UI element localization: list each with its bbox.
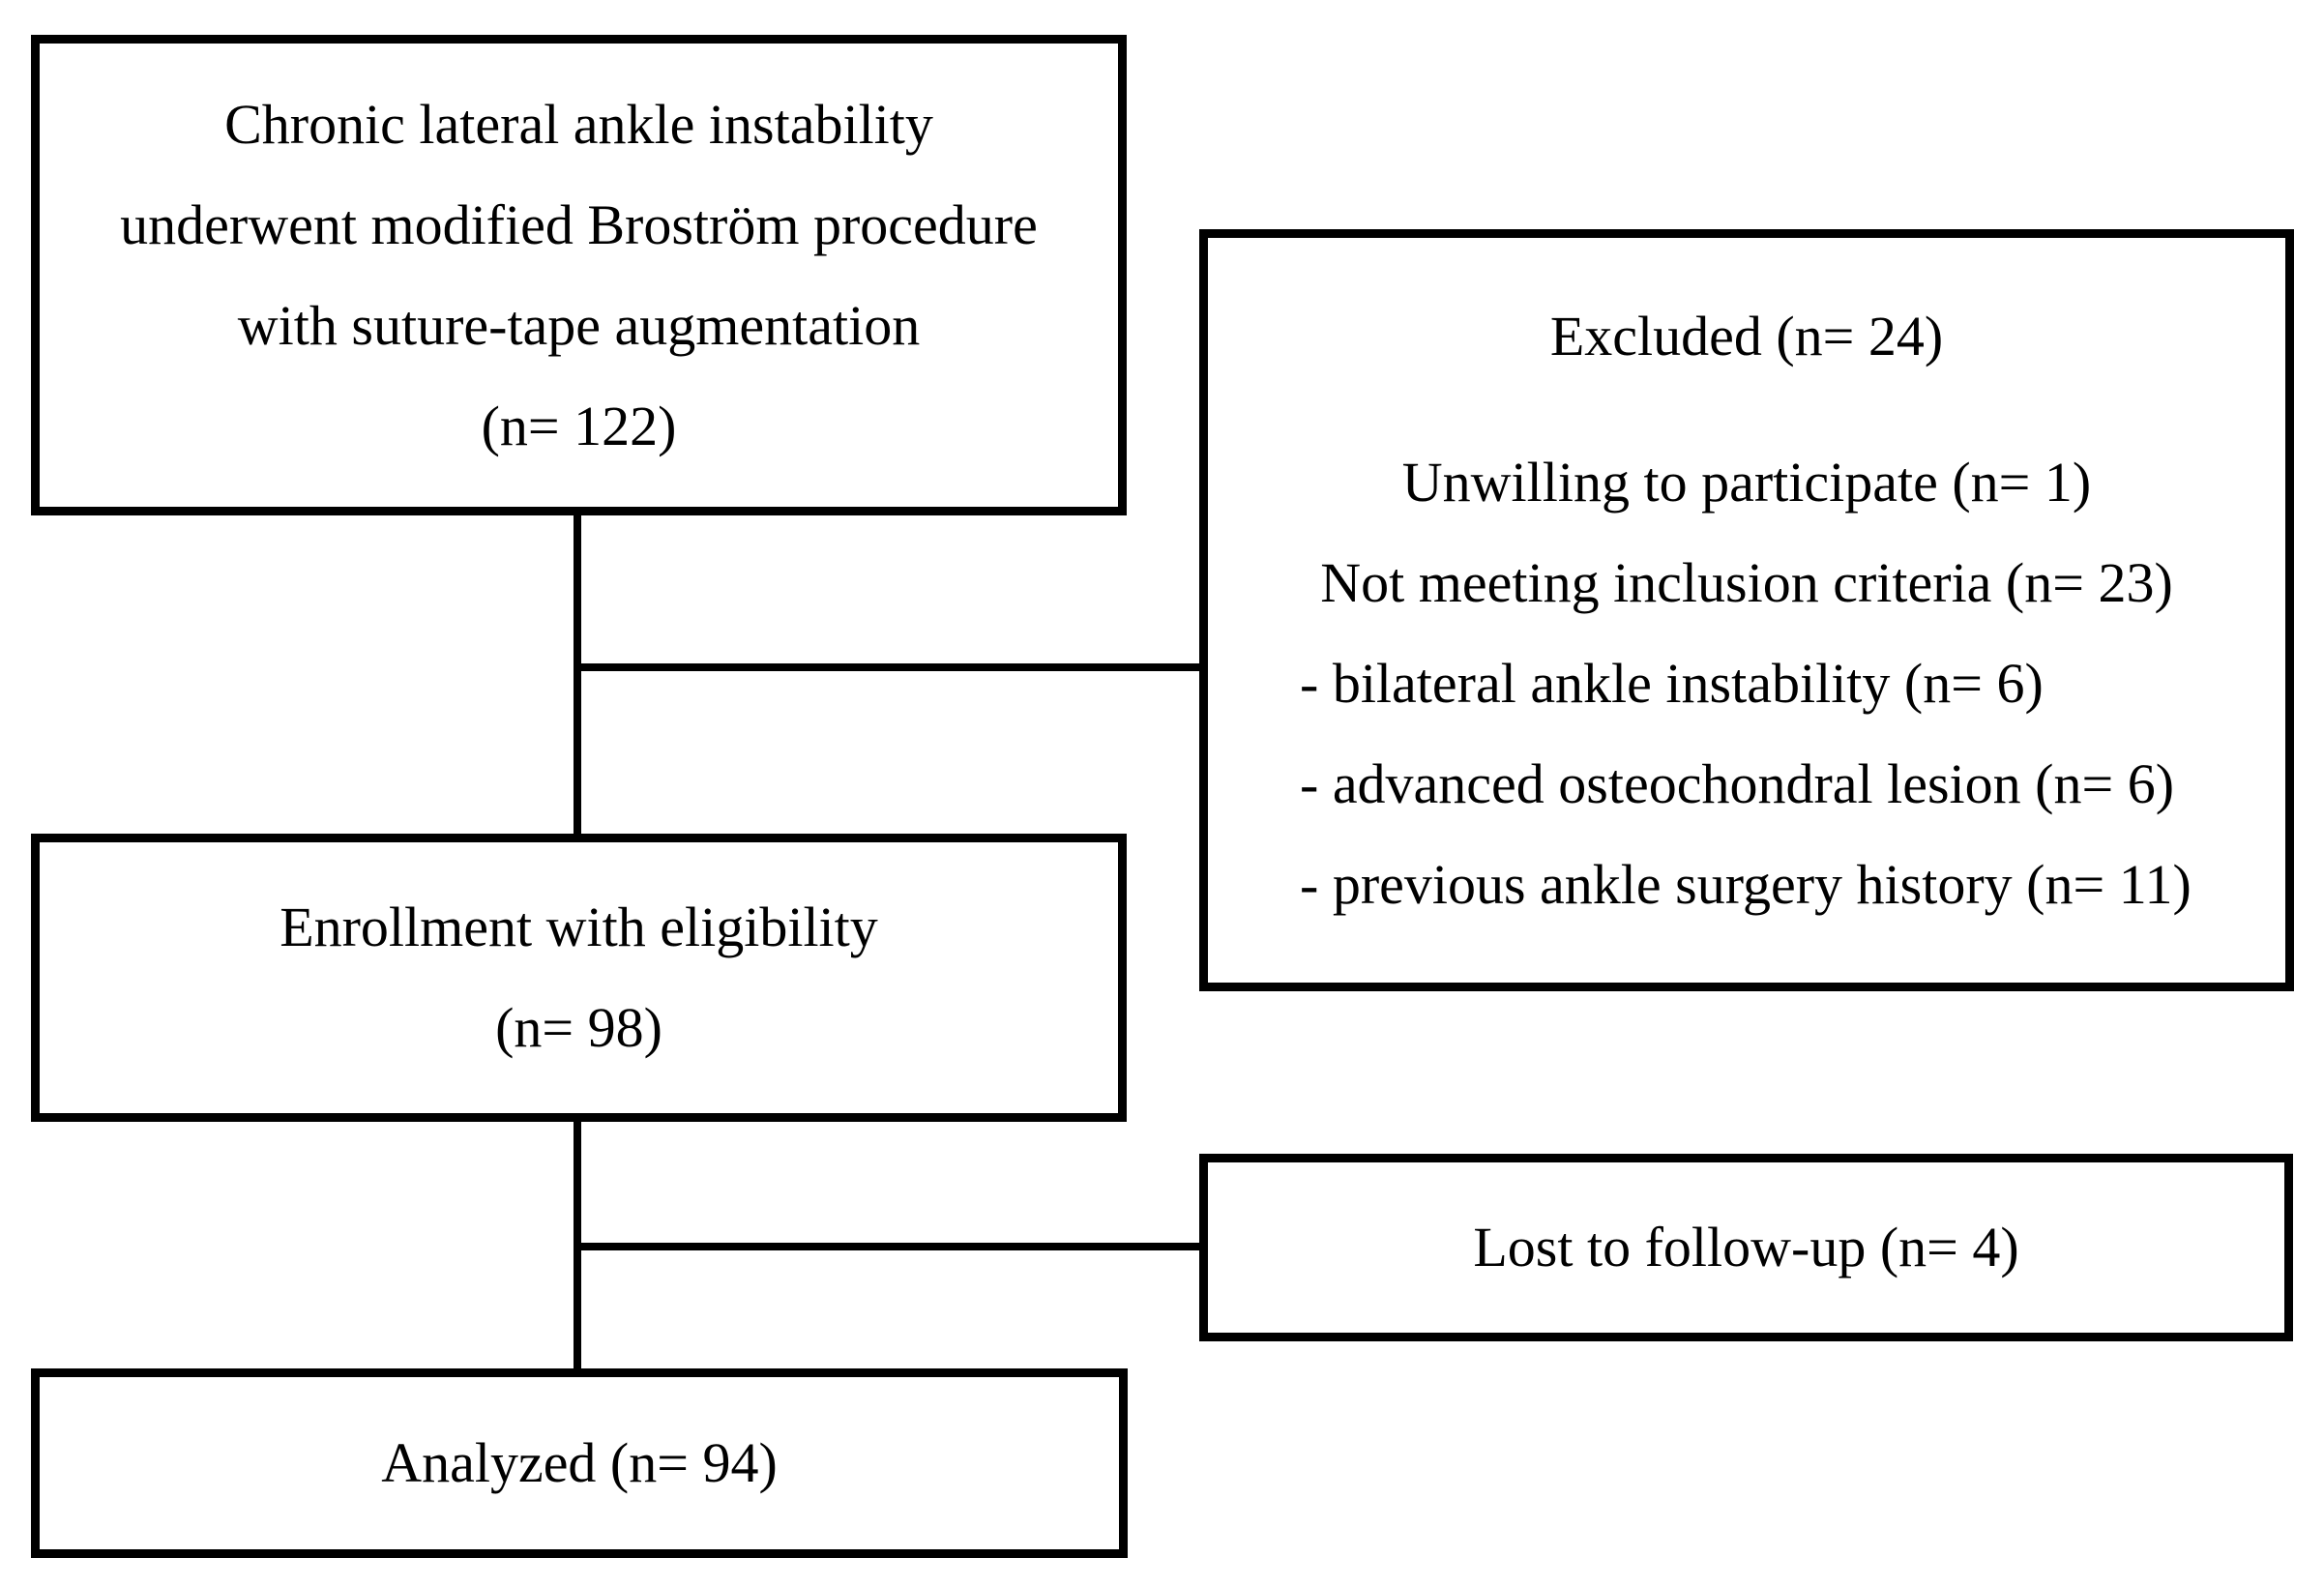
initial-line-1: Chronic lateral ankle instability [224, 92, 933, 156]
lost-to-followup-box: Lost to follow-up (n= 4) [1199, 1154, 2293, 1341]
excluded-reason-osteochondral: - advanced osteochondral lesion (n= 6) [1300, 752, 2175, 815]
connector-branch-to-lost [577, 1243, 1199, 1250]
analyzed-box: Analyzed (n= 94) [31, 1368, 1128, 1558]
enrollment-count: (n= 98) [495, 996, 662, 1059]
connector-initial-to-enrollment [574, 515, 581, 839]
initial-population-box: Chronic lateral ankle instability underw… [31, 35, 1127, 515]
excluded-title: Excluded (n= 24) [1549, 305, 1944, 367]
connector-branch-to-excluded [577, 663, 1199, 671]
excluded-reason-not-meeting: Not meeting inclusion criteria (n= 23) [1320, 551, 2173, 614]
lost-to-followup-label: Lost to follow-up (n= 4) [1473, 1216, 2019, 1278]
excluded-reason-bilateral: - bilateral ankle instability (n= 6) [1300, 652, 2044, 715]
analyzed-label: Analyzed (n= 94) [381, 1431, 778, 1494]
initial-line-3: with suture-tape augmentation [237, 293, 921, 357]
initial-line-2: underwent modified Broström procedure [120, 192, 1038, 256]
enrollment-box: Enrollment with eligibility (n= 98) [31, 834, 1127, 1122]
excluded-box: Excluded (n= 24) Unwilling to participat… [1199, 229, 2294, 991]
initial-count: (n= 122) [481, 394, 677, 457]
excluded-reason-previous-surgery: - previous ankle surgery history (n= 11) [1300, 853, 2192, 916]
excluded-reason-unwilling: Unwilling to participate (n= 1) [1401, 451, 2092, 514]
enrollment-line-1: Enrollment with eligibility [279, 896, 878, 958]
